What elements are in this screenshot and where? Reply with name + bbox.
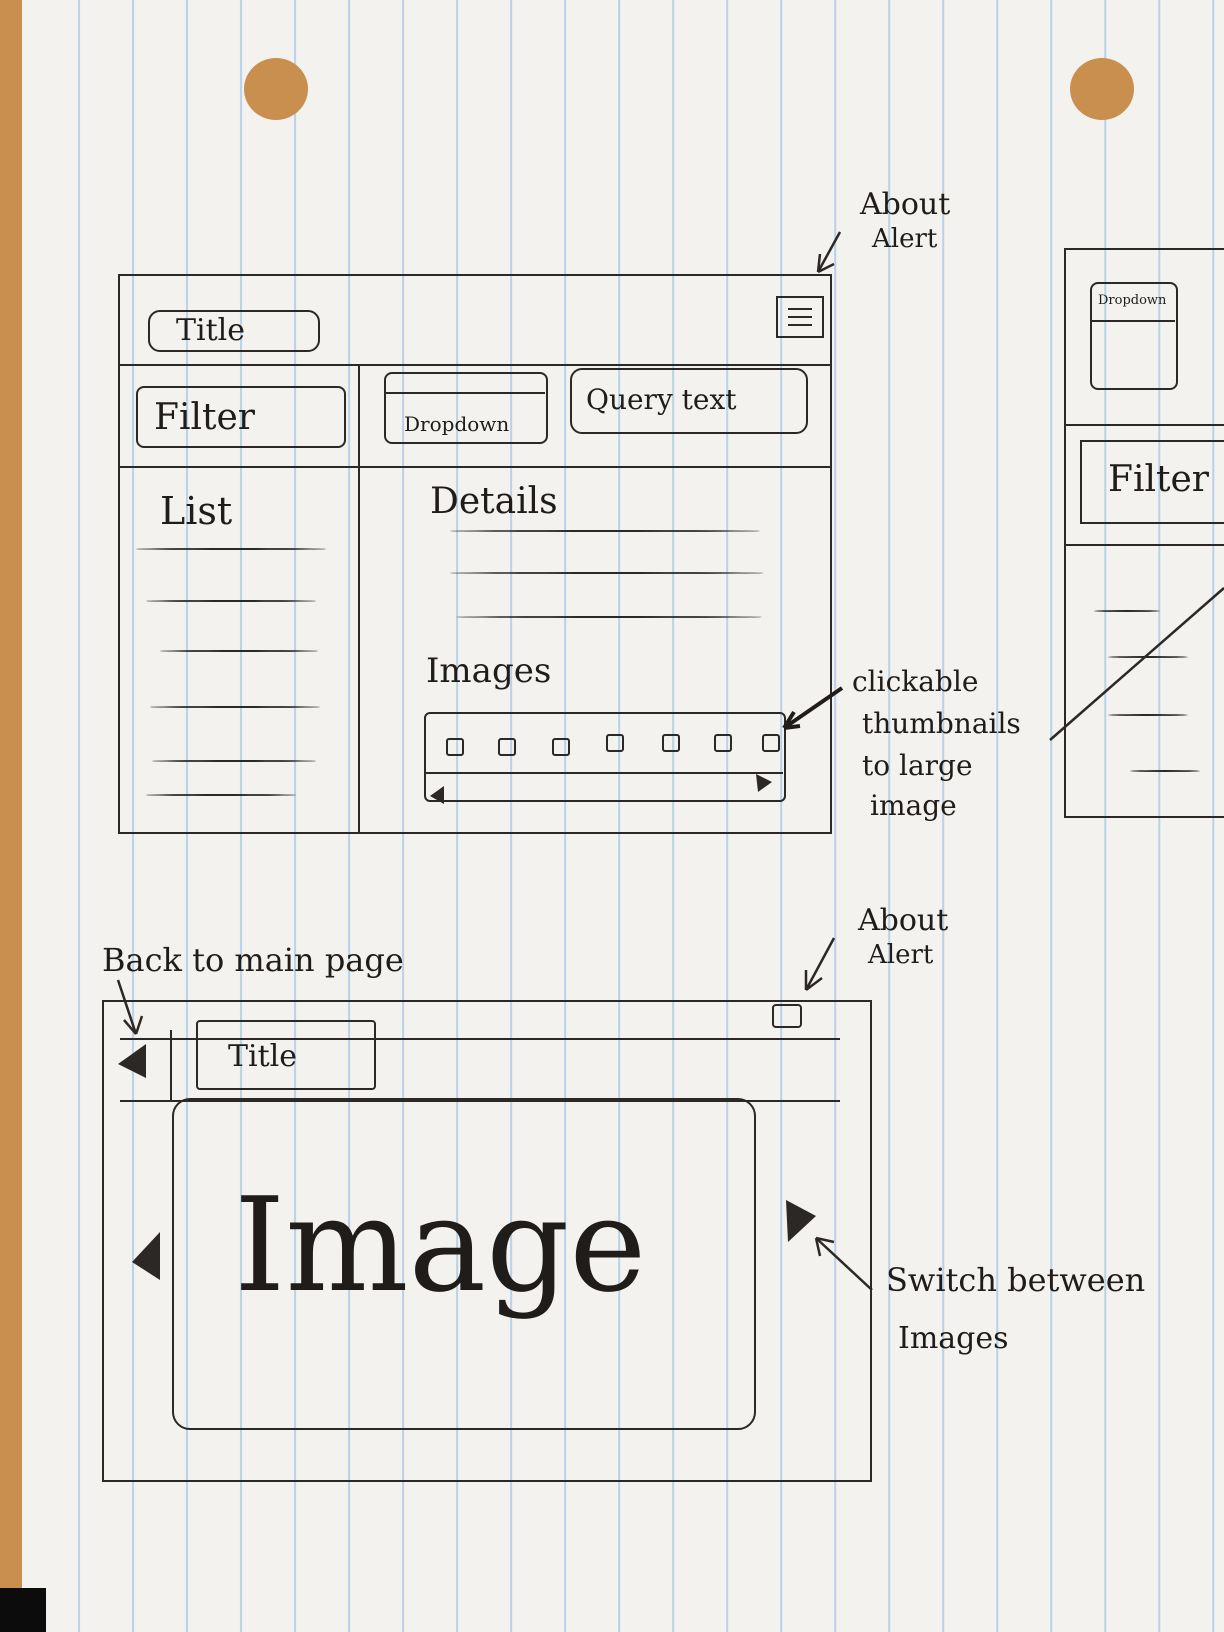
switch-note-arrow [814, 1236, 873, 1291]
next-image-icon[interactable] [786, 1200, 816, 1242]
partial-list-item [1094, 610, 1160, 612]
punch-hole [244, 58, 308, 120]
panel-divider [358, 364, 360, 834]
thumbnail[interactable] [552, 738, 570, 756]
thumbnail-strip [424, 712, 786, 802]
notebook-paper [22, 0, 1224, 1632]
punch-hole [1070, 58, 1134, 120]
detail-title-label: Title [228, 1039, 298, 1074]
details-heading: Details [430, 481, 558, 522]
filter-label: Filter [154, 397, 255, 438]
partial-list-item [1108, 656, 1188, 658]
details-line [456, 616, 762, 618]
image-viewer[interactable]: Image [172, 1098, 756, 1430]
list-item[interactable] [152, 760, 316, 762]
about-alert-note: Alert [872, 224, 938, 254]
images-heading: Images [426, 651, 552, 691]
details-line [450, 572, 764, 574]
image-placeholder-label: Image [234, 1169, 647, 1321]
list-item[interactable] [146, 794, 296, 796]
list-heading: List [160, 489, 233, 533]
partial-divider [1064, 544, 1224, 546]
about-alert-note: Alert [868, 940, 934, 970]
thumbnail[interactable] [714, 734, 732, 752]
partial-window-frame [1064, 248, 1224, 818]
detail-content-divider [120, 1100, 840, 1102]
about-alert-arrow [804, 937, 836, 991]
filter-box[interactable]: Filter [136, 386, 346, 448]
thumbnail-note: thumbnails [862, 707, 1021, 740]
title-box: Title [148, 310, 320, 352]
title-label: Title [176, 313, 246, 348]
partial-list-item [1108, 714, 1188, 716]
partial-sketch-stroke [1049, 587, 1224, 741]
detail-window-frame [102, 1000, 872, 1482]
scroll-left-icon[interactable] [430, 786, 444, 804]
thumbnail-note: image [870, 789, 957, 822]
thumbnail[interactable] [606, 734, 624, 752]
thumbnail[interactable] [762, 734, 780, 752]
detail-title-box: Title [196, 1020, 376, 1090]
partial-filter-box[interactable]: Filter [1080, 440, 1224, 524]
partial-divider [1064, 424, 1224, 426]
thumbnail-note: clickable [852, 665, 979, 698]
partial-list-item [1130, 770, 1200, 772]
switch-note: Switch between [886, 1261, 1146, 1299]
details-line [450, 530, 760, 532]
switch-note: Images [898, 1321, 1009, 1356]
about-icon[interactable] [772, 1004, 802, 1028]
desk-edge [0, 1588, 46, 1632]
thumbnail[interactable] [498, 738, 516, 756]
partial-dropdown-box[interactable]: Dropdown [1090, 282, 1178, 390]
about-alert-arrow [816, 231, 842, 274]
partial-dropdown-label: Dropdown [1098, 293, 1167, 308]
detail-header-divider [120, 1038, 840, 1040]
partial-filter-label: Filter [1108, 459, 1209, 500]
back-divider [170, 1030, 172, 1100]
list-item[interactable] [150, 706, 320, 708]
menu-icon[interactable] [776, 296, 824, 338]
list-item[interactable] [146, 600, 316, 602]
back-note-arrow [116, 979, 144, 1035]
dropdown-label: Dropdown [404, 412, 510, 436]
dropdown-box[interactable]: Dropdown [384, 372, 548, 444]
back-note: Back to main page [102, 941, 404, 979]
main-window-frame [118, 274, 832, 834]
query-label: Query text [586, 383, 737, 416]
about-alert-note: About [858, 903, 949, 938]
back-arrow-icon[interactable] [118, 1044, 146, 1078]
scroll-right-icon[interactable] [756, 774, 772, 792]
previous-image-icon[interactable] [132, 1232, 160, 1280]
thumbnail-note-arrow [782, 686, 844, 730]
list-item[interactable] [136, 548, 326, 550]
thumbnail-note: to large [862, 749, 973, 782]
list-item[interactable] [160, 650, 318, 652]
query-text-box[interactable]: Query text [570, 368, 808, 434]
toolbar-divider [118, 466, 832, 468]
about-alert-note: About [860, 187, 951, 222]
thumbnail[interactable] [662, 734, 680, 752]
thumbnail[interactable] [446, 738, 464, 756]
header-divider [118, 364, 832, 366]
